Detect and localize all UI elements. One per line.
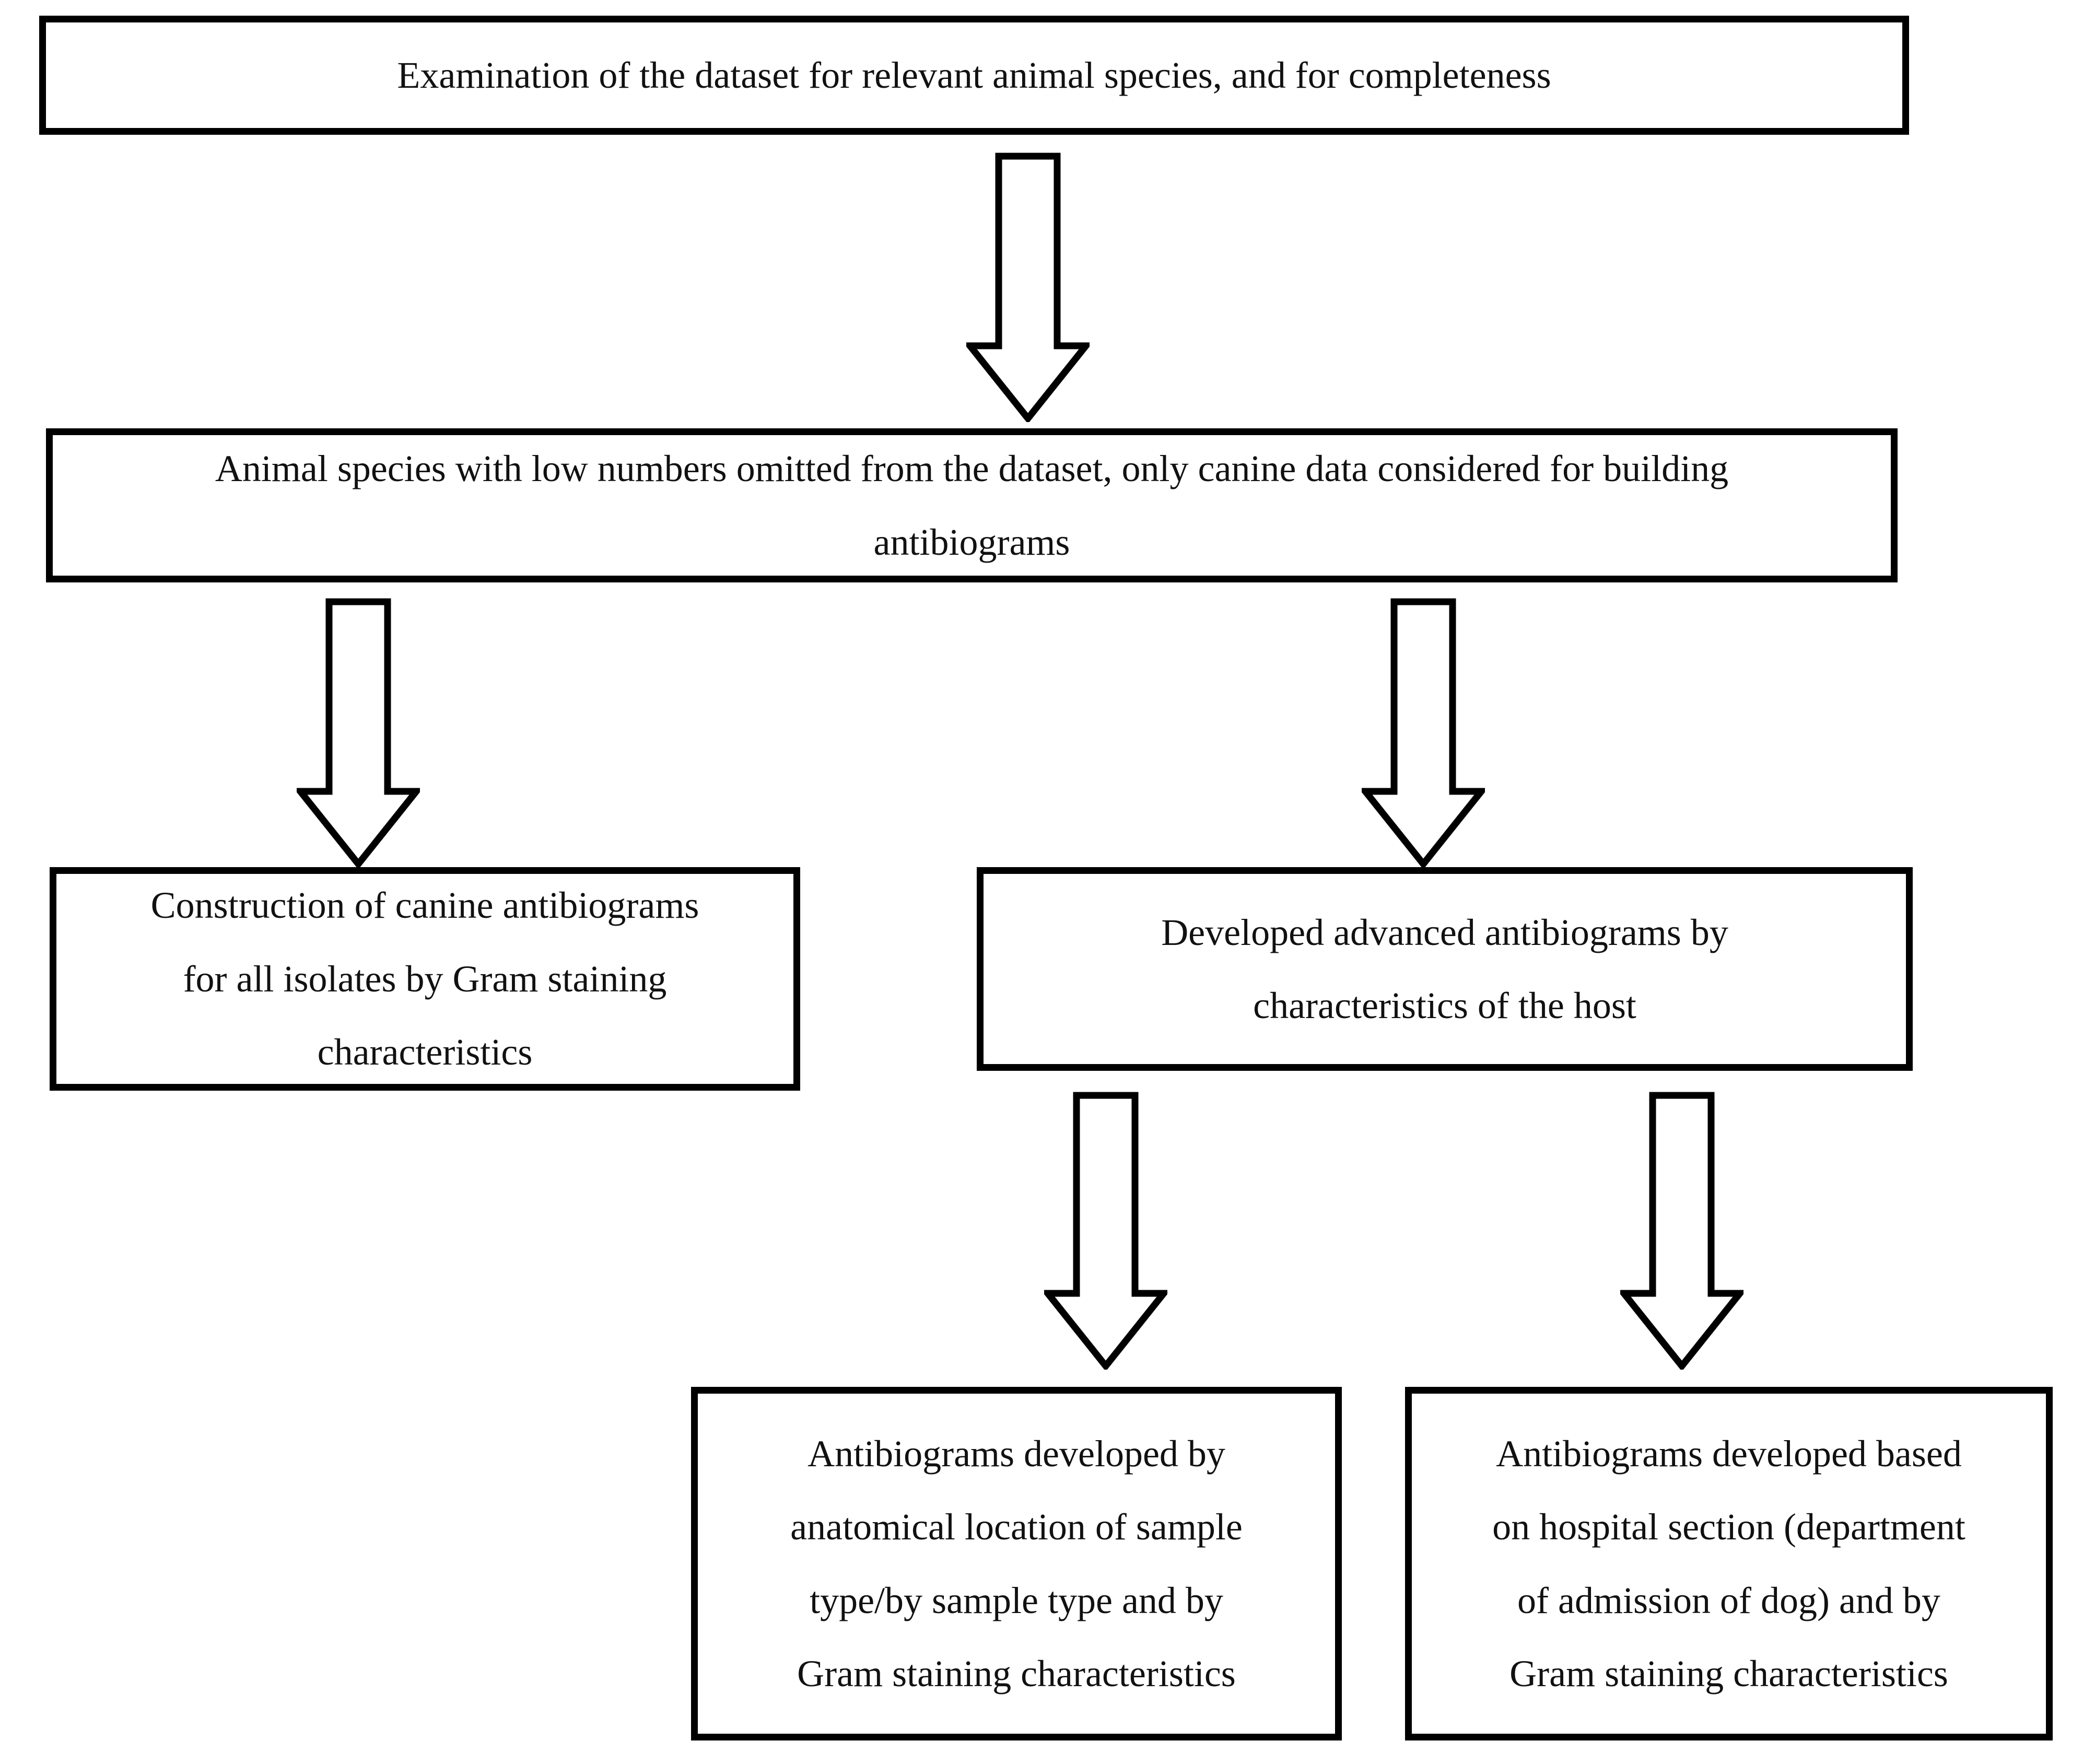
flow-node-omission-label: Animal species with low numbers omitted … xyxy=(215,448,1729,563)
flow-node-omission: Animal species with low numbers omitted … xyxy=(46,428,1898,582)
flow-node-anatomical: Antibiograms developed by anatomical loc… xyxy=(691,1387,1342,1740)
flow-node-anatomical-label: Antibiograms developed by anatomical loc… xyxy=(790,1432,1243,1695)
flow-node-advanced-label: Developed advanced antibiograms by chara… xyxy=(1161,911,1728,1026)
down-arrow-advanced-to-anatomical xyxy=(1044,1092,1167,1370)
flow-node-hospital-label: Antibiograms developed based on hospital… xyxy=(1492,1432,1965,1695)
flow-node-hospital: Antibiograms developed based on hospital… xyxy=(1405,1387,2053,1740)
flow-node-examination-label: Examination of the dataset for relevant … xyxy=(397,54,1551,96)
flow-node-construction: Construction of canine antibiograms for … xyxy=(50,867,800,1091)
down-arrow-omission-to-construction xyxy=(297,598,420,868)
flow-node-advanced: Developed advanced antibiograms by chara… xyxy=(977,867,1913,1071)
down-arrow-examination-to-omission xyxy=(966,153,1090,422)
flow-node-construction-label: Construction of canine antibiograms for … xyxy=(150,884,699,1073)
down-arrow-omission-to-advanced xyxy=(1362,598,1485,868)
flow-node-examination: Examination of the dataset for relevant … xyxy=(39,16,1909,135)
down-arrow-advanced-to-hospital xyxy=(1620,1092,1743,1370)
